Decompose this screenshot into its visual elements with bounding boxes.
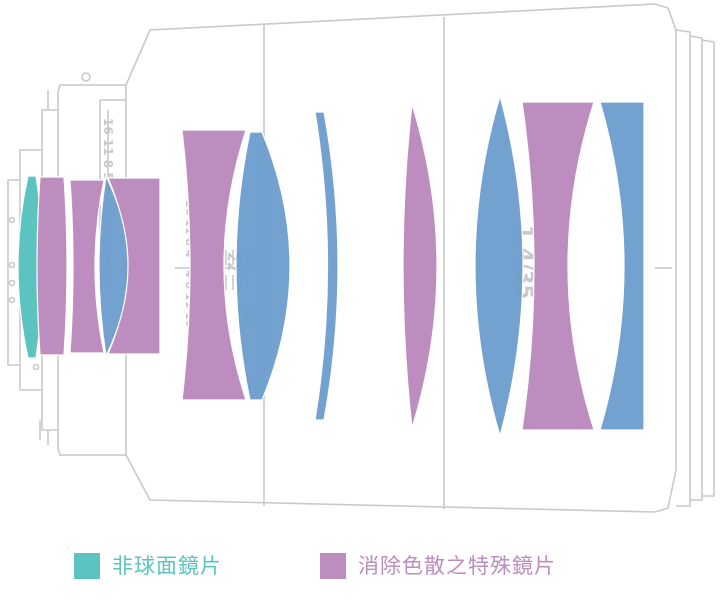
mount-pin-6 — [32, 363, 40, 371]
ed-color-swatch — [320, 553, 346, 579]
element-front-biconvex — [474, 93, 524, 439]
ed-legend-label: 消除色散之特殊鏡片 — [358, 554, 556, 578]
mount-pin-4 — [8, 296, 16, 304]
element-front-concave — [599, 101, 645, 431]
mount-screw — [81, 72, 91, 82]
ed-element-4 — [181, 129, 247, 401]
ed-element-front — [521, 101, 595, 431]
mount-pin-1 — [8, 216, 16, 224]
mount-pin-2 — [8, 261, 16, 269]
front-filter-thread — [689, 35, 715, 501]
legend-item-ed: 消除色散之特殊鏡片 — [320, 553, 556, 579]
legend-item-aspheric: 非球面鏡片 — [74, 553, 222, 579]
element-large-convex — [235, 131, 291, 401]
ed-element-5 — [402, 103, 438, 429]
lens-cross-section-diagram: 16 11 8 5.6 4 2.8 2 1.4 16 11 8 4 4 8 11… — [7, 3, 715, 513]
mount-pin-3 — [8, 279, 16, 287]
mount-details — [39, 90, 49, 445]
element-thin-meniscus — [314, 111, 339, 421]
aspheric-color-swatch — [74, 553, 100, 579]
aspheric-legend-label: 非球面鏡片 — [112, 554, 222, 578]
element-biconvex-small — [98, 174, 129, 358]
front-ring — [675, 29, 691, 507]
engraved-markings: 16 11 8 5.6 4 2.8 2 1.4 16 11 8 4 4 8 11… — [101, 118, 537, 392]
lens-elements — [17, 93, 645, 439]
ed-element-2 — [69, 179, 105, 354]
ed-element-1 — [36, 176, 68, 356]
